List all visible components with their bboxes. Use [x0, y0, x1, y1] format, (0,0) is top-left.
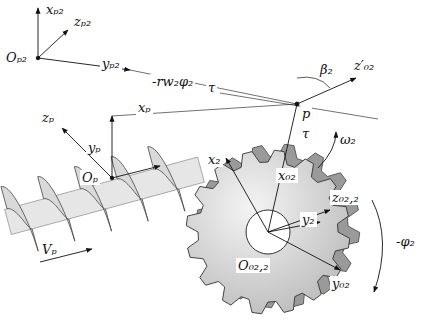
- axis-label: p: [300, 106, 312, 121]
- gear-front-face: [186, 150, 349, 313]
- rotation-arrow: [318, 132, 336, 168]
- reference-line: [130, 70, 297, 104]
- axes: [36, 8, 382, 292]
- origin-dot: [110, 176, 114, 180]
- worm-flank: [38, 177, 75, 242]
- axis-line: [38, 8, 39, 58]
- axis-label: Oₚ: [80, 170, 100, 185]
- axis-line: [268, 104, 297, 232]
- axis-label: ω₂: [338, 132, 358, 147]
- worm-thread: [1, 147, 204, 251]
- axis-label: y₂: [300, 212, 317, 227]
- axis-label: x₀₂: [276, 168, 298, 183]
- worm-flank: [74, 167, 111, 232]
- worm-core: [5, 157, 205, 234]
- axis-label: β₂: [318, 62, 335, 77]
- axis-label: zₚ₂: [72, 14, 93, 29]
- axis-line: [268, 232, 340, 270]
- axis-label: Oₚ₂: [4, 50, 29, 65]
- axis-label: τ: [206, 80, 217, 95]
- worm-flank: [1, 186, 38, 251]
- pitch-point: [295, 102, 299, 106]
- axis-line: [226, 158, 268, 232]
- axis-label: -φ₂: [394, 234, 417, 249]
- axis-label: zₚ: [40, 110, 56, 125]
- origin-dot: [36, 56, 40, 60]
- axis-label: xₚ₂: [44, 2, 66, 17]
- axis-label: x₂: [206, 152, 223, 167]
- axis-line: [112, 166, 160, 178]
- angle-arc: [297, 77, 330, 88]
- worm-wheel: [186, 144, 359, 313]
- axis-label: z₀₂,₂: [330, 190, 361, 205]
- axis-label: y₀₂: [330, 276, 352, 291]
- axis-line: [268, 210, 330, 232]
- tangent-line: [220, 93, 378, 119]
- axis-line: [112, 116, 113, 178]
- axis-label: yₚ: [86, 140, 103, 155]
- axis-label: τ: [300, 126, 311, 141]
- axis-label: -rw₂φ₂: [150, 74, 195, 89]
- axis-line: [38, 30, 68, 58]
- axis-label: xₚ: [136, 100, 153, 115]
- axis-line: [297, 78, 356, 104]
- axis-label: O₀₂,₂: [236, 258, 270, 273]
- rotation-arrow: [372, 200, 383, 292]
- worm-flank: [111, 157, 148, 222]
- axis-label: yₚ₂: [100, 56, 122, 71]
- worm-flank: [148, 147, 185, 212]
- axis-label: Vₚ: [40, 242, 59, 257]
- axis-label: z′₀₂: [352, 58, 376, 73]
